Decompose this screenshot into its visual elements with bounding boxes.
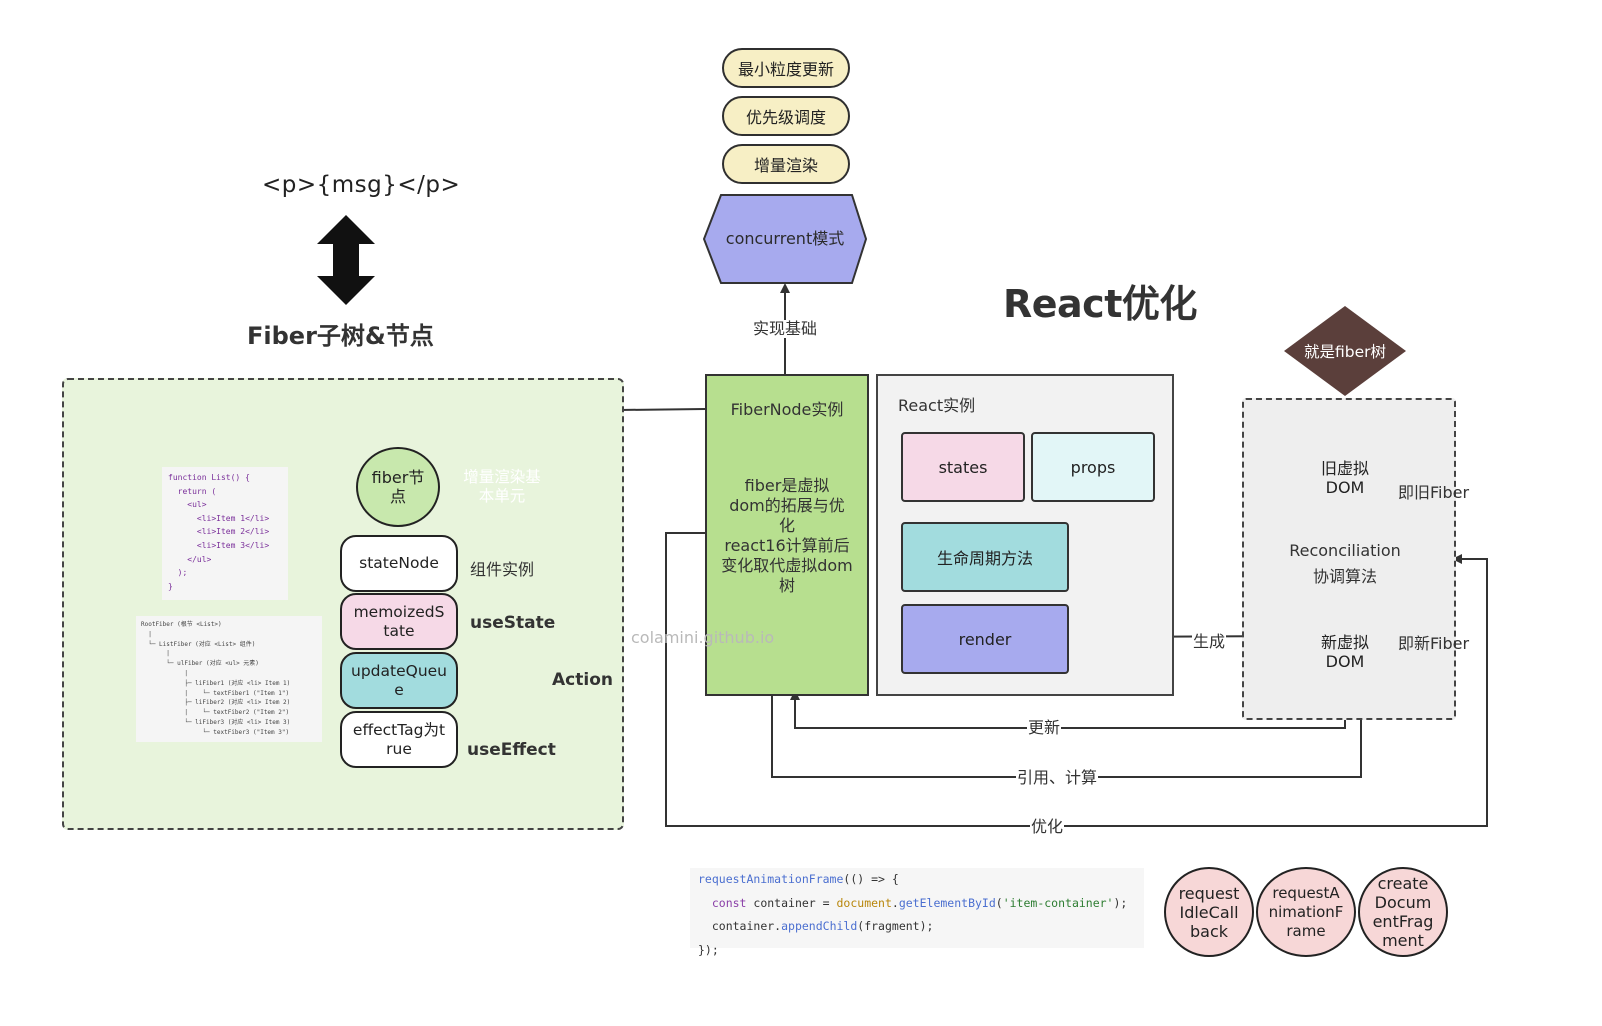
thumb-tree-line: ├─ liFiber1 (对应 <li> Item 1) [141, 679, 291, 687]
thumb-code-line: <li>Item 1</li> [168, 513, 270, 523]
code-snippet: requestAnimationFrame(() => { const cont… [690, 868, 1144, 957]
memoized-state-box: memoizedState [340, 593, 458, 650]
fiber-node-label: fiber节点 [371, 468, 425, 506]
code-line-4: }); [698, 942, 719, 957]
new-fiber-label: 即新Fiber [1398, 634, 1470, 653]
basis-label: 实现基础 [752, 319, 819, 338]
code-token: document [836, 895, 892, 910]
jsx-snippet-title: <p>{msg}</p> [262, 172, 461, 198]
thumb-tree-line: | └─ textFiber1 ("Item 1") [141, 689, 290, 697]
update-edge-label: 更新 [1027, 718, 1062, 737]
thumb-tree-line: | [141, 650, 170, 658]
thumb-code-line: function List() { [168, 473, 250, 482]
code-line-1: requestAnimationFrame(() => { [690, 868, 1144, 892]
code-line-3: container.appendChild(fragment); [690, 915, 1144, 939]
effect-tag-box: effectTag为true [340, 711, 458, 768]
code-line-2: const container = document.getElementByI… [690, 892, 1144, 916]
new-vdom-label: 新虚拟DOM [1320, 633, 1369, 671]
use-state-label: useState [470, 613, 556, 633]
fibernode-instance-box: FiberNode实例 fiber是虚拟dom的拓展与优化 react16计算前… [705, 374, 869, 696]
use-effect-label: useEffect [467, 740, 556, 760]
reconciliation-label: Reconciliation [1289, 541, 1401, 560]
watermark: colamini.github.io [631, 628, 775, 647]
thumb-tree-line: | [141, 669, 188, 677]
states-label: states [938, 457, 988, 477]
fibernode-desc-1: fiber是虚拟dom的拓展与优化 [729, 476, 845, 535]
thumb-tree-line: └─ ListFiber (对应 <List> 组件) [141, 640, 256, 648]
fiber-subtree-title: Fiber子树&节点 [247, 322, 434, 350]
reference-edge-label: 引用、计算 [1016, 768, 1099, 787]
fiber-tree-badge-label: 就是fiber树 [1303, 343, 1386, 361]
fiber-tree-thumbnail: RootFiber (根节 <List>) | └─ ListFiber (对应… [136, 616, 322, 742]
thumb-code-line: return ( [168, 486, 217, 496]
main-title: React优化 [1003, 282, 1197, 326]
list-component-thumbnail: function List() { return ( <ul> <li>Item… [162, 467, 288, 600]
props-label: props [1070, 457, 1116, 477]
thumb-tree-line: | [141, 630, 152, 638]
double-arrow-icon [317, 215, 375, 305]
state-node-box: stateNode [340, 535, 458, 592]
thumb-tree-line: └─ liFiber3 (对应 <li> Item 3) [141, 718, 291, 726]
request-idle-callback-circle: requestIdleCallback [1164, 867, 1254, 957]
component-instance-label: 组件实例 [470, 560, 535, 579]
code-token: (fragment); [857, 919, 934, 933]
code-token: 'item-container' [1002, 895, 1114, 910]
feature-pill-min-granularity: 最小粒度更新 [722, 48, 850, 88]
code-token: (() => { [843, 872, 899, 886]
code-token: appendChild [781, 919, 858, 933]
code-token: getElementById [898, 895, 996, 910]
fibernode-title: FiberNode实例 [730, 400, 844, 419]
lifecycle-box: 生命周期方法 [901, 522, 1069, 592]
code-token: ); [1113, 895, 1128, 910]
react-instance-title: React实例 [898, 396, 976, 415]
fibernode-desc-2: react16计算前后变化取代虚拟dom树 [721, 536, 853, 595]
fiber-node-circle: fiber节点 [356, 447, 440, 527]
props-box: props [1031, 432, 1155, 502]
thumb-code-line: <li>Item 3</li> [168, 540, 270, 550]
render-label: render [958, 629, 1012, 649]
update-queue-box: updateQueue [340, 652, 458, 709]
update-queue-label: updateQueue [351, 661, 447, 699]
thumb-tree-line: └─ ulFiber (对应 <ul> 元素) [141, 660, 259, 668]
api-label: requestAnimationFrame [1268, 883, 1344, 940]
api-label: requestIdleCallback [1178, 883, 1240, 941]
effect-tag-label: effectTag为true [352, 720, 446, 758]
thumb-code-line: <ul> [168, 500, 207, 510]
code-token: container. [711, 919, 782, 933]
code-token: ( [995, 895, 1003, 910]
api-label: createDocumentFragment [1372, 874, 1434, 950]
action-label: Action [552, 670, 613, 690]
thumb-tree-line: RootFiber (根节 <List>) [141, 621, 222, 628]
code-token: container = [746, 895, 837, 910]
thumb-tree-line: └─ textFiber3 ("Item 3") [141, 728, 290, 736]
old-vdom-label: 旧虚拟DOM [1320, 459, 1369, 497]
reconciliation-sub-label: 协调算法 [1312, 567, 1377, 586]
render-box: render [901, 604, 1069, 674]
thumb-code-line: } [168, 581, 173, 591]
thumb-tree-line: ├─ liFiber2 (对应 <li> Item 2) [141, 699, 291, 707]
states-box: states [901, 432, 1025, 502]
code-token: . [891, 895, 899, 910]
lifecycle-label: 生命周期方法 [936, 549, 1033, 568]
thumb-code-line: ); [168, 568, 188, 578]
incremental-unit-label: 增量渲染基本单元 [463, 468, 541, 505]
state-node-label: stateNode [359, 554, 439, 572]
optimize-edge-label: 优化 [1030, 817, 1065, 836]
request-animation-frame-circle: requestAnimationFrame [1256, 867, 1356, 957]
thumb-code-line: </ul> [168, 554, 212, 564]
old-fiber-label: 即旧Fiber [1398, 483, 1470, 502]
thumb-tree-line: | └─ textFiber2 ("Item 2") [141, 709, 290, 717]
code-token: const [711, 895, 747, 910]
concurrent-mode-label: concurrent模式 [725, 229, 845, 248]
feature-pill-priority: 优先级调度 [722, 96, 850, 136]
green-to-fibernode-line [619, 408, 706, 411]
feature-pill-incremental: 增量渲染 [722, 144, 850, 184]
code-token: requestAnimationFrame [698, 872, 844, 886]
fiber-tree-area [1242, 398, 1456, 720]
thumb-code-line: <li>Item 2</li> [168, 527, 270, 537]
memoized-state-label: memoizedState [353, 602, 445, 640]
generate-edge-label: 生成 [1192, 632, 1227, 651]
create-document-fragment-circle: createDocumentFragment [1358, 867, 1448, 957]
